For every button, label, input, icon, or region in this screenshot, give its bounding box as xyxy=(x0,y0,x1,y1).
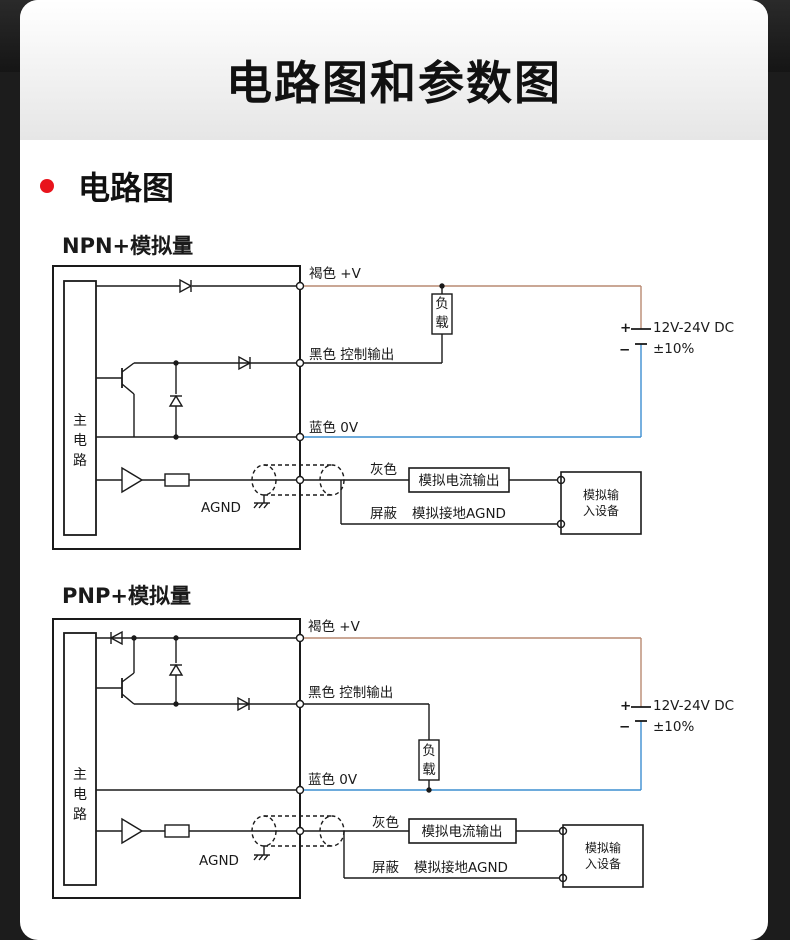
npn-main-char-1: 主 xyxy=(73,413,87,429)
npn-supply-plus: + xyxy=(620,320,631,336)
header-band: 电路图和参数图 xyxy=(20,0,768,140)
npn-blue-label: 蓝色 0V xyxy=(309,419,359,436)
pnp-gray-label: 灰色 xyxy=(372,814,399,831)
npn-brown-label: 褐色 +V xyxy=(309,265,362,282)
pnp-main-circuit-box xyxy=(63,632,97,886)
pnp-supply-minus: − xyxy=(619,719,630,735)
npn-terminal-blue xyxy=(295,432,305,442)
pnp-supply-plus: + xyxy=(620,698,631,714)
pnp-agnd-label: AGND xyxy=(199,853,239,869)
pnp-sensor-box xyxy=(52,618,301,899)
npn-amplifier-icon xyxy=(121,466,144,494)
pnp-zener-icon xyxy=(168,663,184,676)
pnp-blue-label: 蓝色 0V xyxy=(308,771,358,788)
npn-resistor-icon xyxy=(164,473,190,487)
pnp-shield-label: 屏蔽 xyxy=(372,860,399,876)
npn-diode-icon xyxy=(179,278,193,294)
npn-terminal-gray xyxy=(295,475,305,485)
npn-device-line1: 模拟输 xyxy=(583,487,619,502)
bullet-icon xyxy=(40,179,54,193)
section-heading: 电路图 xyxy=(40,166,175,207)
npn-supply-tolerance: ±10% xyxy=(653,341,694,357)
pnp-load-char-1: 负 xyxy=(422,743,436,759)
pnp-main-char-2: 电 xyxy=(73,787,87,803)
npn-main-char-3: 路 xyxy=(73,453,87,469)
pnp-amplifier-icon xyxy=(121,817,144,845)
npn-zener-icon xyxy=(168,394,184,407)
npn-shield-label: 屏蔽 xyxy=(370,506,397,522)
pnp-title: PNP+模拟量 xyxy=(62,584,191,608)
pnp-terminal-black xyxy=(295,699,305,709)
npn-analog-device-box xyxy=(560,471,642,535)
npn-agnd-label: AGND xyxy=(201,500,241,516)
pnp-main-char-3: 路 xyxy=(73,807,87,823)
npn-sensor-box xyxy=(52,265,301,550)
pnp-supply-voltage: 12V-24V DC xyxy=(653,698,734,714)
npn-title: NPN+模拟量 xyxy=(62,234,193,258)
npn-device-line2: 入设备 xyxy=(583,504,619,518)
pnp-analog-ground-label: 模拟接地AGND xyxy=(414,859,508,876)
npn-supply-voltage: 12V-24V DC xyxy=(653,320,734,336)
pnp-device-line2: 入设备 xyxy=(585,857,621,871)
pnp-output-diode-icon xyxy=(237,696,251,712)
pnp-diode-icon xyxy=(109,630,123,646)
pnp-brown-label: 褐色 +V xyxy=(308,618,361,635)
content-card: 电路图和参数图 电路图 xyxy=(20,0,768,940)
npn-main-char-2: 电 xyxy=(73,433,87,449)
npn-analog-ground-label: 模拟接地AGND xyxy=(412,505,506,522)
pnp-black-label: 黑色 控制输出 xyxy=(308,684,393,701)
npn-terminal-brown xyxy=(295,281,305,291)
npn-supply-minus: − xyxy=(619,342,630,358)
pnp-resistor-icon xyxy=(164,824,190,838)
pnp-terminal-blue xyxy=(295,785,305,795)
pnp-device-line1: 模拟输 xyxy=(585,840,621,855)
pnp-diagram: PNP+模拟量 主 电 路 xyxy=(52,584,734,899)
pnp-terminal-brown xyxy=(295,633,305,643)
npn-load-char-2: 载 xyxy=(435,315,449,331)
page-title: 电路图和参数图 xyxy=(226,56,562,110)
pnp-terminal-gray xyxy=(295,826,305,836)
pnp-supply-tolerance: ±10% xyxy=(653,719,694,735)
section-title: 电路图 xyxy=(78,169,175,207)
npn-current-output-label: 模拟电流输出 xyxy=(419,473,500,489)
npn-terminal-black xyxy=(295,358,305,368)
pnp-current-output-label: 模拟电流输出 xyxy=(422,824,503,840)
npn-main-circuit-box xyxy=(63,280,97,536)
npn-black-label: 黑色 控制输出 xyxy=(309,346,394,363)
pnp-load-char-2: 载 xyxy=(422,762,436,778)
npn-diagram: NPN+模拟量 主 电 路 xyxy=(52,234,734,550)
npn-load-char-1: 负 xyxy=(435,296,449,312)
pnp-analog-device-box xyxy=(562,824,644,888)
pnp-main-char-1: 主 xyxy=(73,767,87,783)
npn-gray-label: 灰色 xyxy=(370,461,397,478)
npn-output-diode-icon xyxy=(238,355,252,371)
